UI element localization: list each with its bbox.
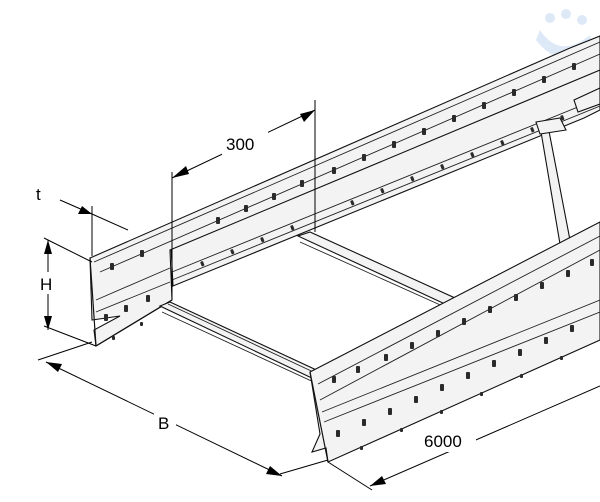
front-side-rail [309,221,600,463]
dimension-width: B [37,341,329,477]
rung-front [158,301,327,385]
dimension-length: 6000 [327,385,600,491]
near-rail-upper-holes [110,63,576,270]
dimension-thickness: t [36,185,129,256]
front-rail-lower-holes [336,325,574,450]
thickness-label: t [36,185,41,204]
far-rail-holes [200,115,565,267]
length-label: 6000 [424,432,462,451]
rung-spacing-label: 300 [226,135,254,154]
width-label: B [158,414,169,433]
near-rail-lower-holes [104,295,150,340]
dimension-rung-spacing: 300 [171,100,316,300]
height-label: H [40,275,52,294]
dimension-height: H [38,237,97,347]
front-rail-upper-holes [332,259,594,383]
rung-middle [296,231,457,309]
